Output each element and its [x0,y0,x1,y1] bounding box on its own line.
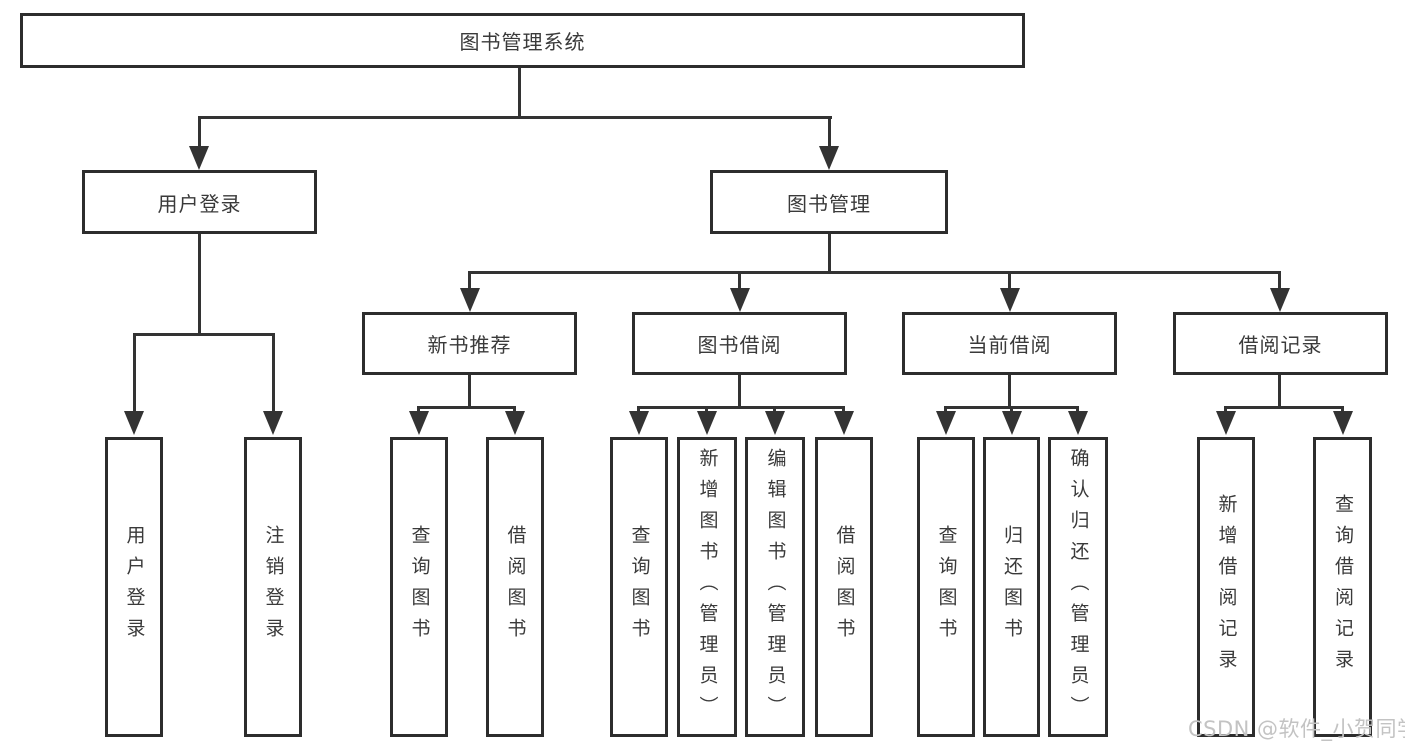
connector-line [198,116,832,119]
connector-line [272,333,275,413]
leaf-query-books-recommend: 查询图书 [390,437,448,737]
arrow-down-icon [263,411,283,435]
connector-line [198,232,201,336]
arrow-down-icon [697,411,717,435]
connector-line [1278,271,1281,290]
arrow-down-icon [819,146,839,170]
node-book-management: 图书管理 [710,170,948,234]
connector-line [637,406,640,414]
connector-line [1010,406,1013,414]
leaf-query-books-borrowing: 查询图书 [610,437,668,737]
connector-line [468,271,471,290]
arrow-down-icon [189,146,209,170]
connector-line [842,406,845,414]
arrow-down-icon [730,288,750,312]
connector-line [468,373,471,408]
leaf-add-borrow-record: 新增借阅记录 [1197,437,1255,737]
connector-line [468,271,1281,274]
arrow-down-icon [1068,411,1088,435]
connector-line [738,271,741,290]
connector-line [518,66,521,118]
connector-line [198,116,201,148]
leaf-confirm-return-admin: 确认归还（管理员） [1048,437,1108,737]
leaf-return-books: 归还图书 [983,437,1040,737]
arrow-down-icon [936,411,956,435]
connector-line [828,116,831,148]
leaf-borrow-books-borrowing: 借阅图书 [815,437,873,737]
node-borrowing-records: 借阅记录 [1173,312,1388,375]
arrow-down-icon [1216,411,1236,435]
arrow-down-icon [1270,288,1290,312]
connector-line [944,406,947,414]
connector-line [637,406,845,409]
arrow-down-icon [505,411,525,435]
leaf-borrow-books-recommend: 借阅图书 [486,437,544,737]
connector-line [738,373,741,408]
arrow-down-icon [124,411,144,435]
leaf-edit-book-admin: 编辑图书（管理员） [745,437,805,737]
connector-line [1076,406,1079,414]
leaf-query-books-current: 查询图书 [917,437,975,737]
node-library-management-system: 图书管理系统 [20,13,1025,68]
connector-line [1008,271,1011,290]
node-user-login: 用户登录 [82,170,317,234]
connector-line [828,232,831,274]
connector-line [133,333,275,336]
connector-line [133,333,136,413]
arrow-down-icon [409,411,429,435]
arrow-down-icon [460,288,480,312]
connector-line [705,406,708,414]
node-new-book-recommendation: 新书推荐 [362,312,577,375]
connector-line [417,406,516,409]
connector-line [1341,406,1344,414]
connector-line [1224,406,1227,414]
csdn-watermark: CSDN @软件_小贺同学 [1188,717,1405,741]
node-book-borrowing: 图书借阅 [632,312,847,375]
connector-line [1008,373,1011,408]
arrow-down-icon [834,411,854,435]
leaf-query-borrow-record: 查询借阅记录 [1313,437,1372,737]
connector-line [417,406,420,414]
connector-line [1278,373,1281,408]
arrow-down-icon [1333,411,1353,435]
leaf-add-book-admin: 新增图书（管理员） [677,437,737,737]
arrow-down-icon [629,411,649,435]
arrow-down-icon [1002,411,1022,435]
arrow-down-icon [1000,288,1020,312]
connector-line [773,406,776,414]
leaf-logout: 注销登录 [244,437,302,737]
connector-line [1224,406,1344,409]
arrow-down-icon [765,411,785,435]
leaf-user-login: 用户登录 [105,437,163,737]
node-current-borrowing: 当前借阅 [902,312,1117,375]
connector-line [513,406,516,414]
